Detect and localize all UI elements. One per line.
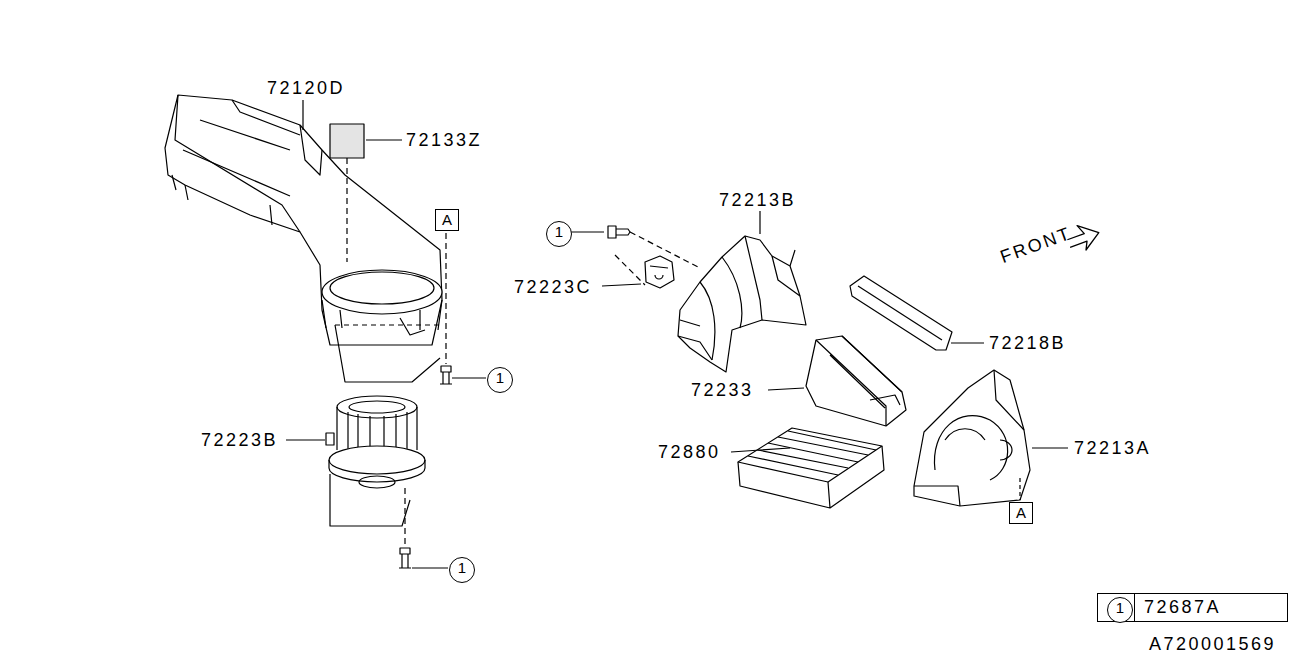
- part-number: 72133Z: [405, 129, 483, 151]
- part-number: 72218B: [988, 332, 1067, 354]
- part-number: 72223B: [200, 429, 279, 451]
- callout-circle: 1: [449, 557, 475, 583]
- part-number: 72213A: [1073, 437, 1152, 459]
- legend-divider: [1134, 594, 1135, 621]
- callout-number: 1: [450, 558, 474, 577]
- part-number: 72223C: [513, 276, 593, 298]
- callout-circle: 1: [487, 367, 513, 393]
- callout-number: 1: [547, 222, 571, 241]
- reference-letter: A: [436, 210, 458, 229]
- part-number: 72687A: [1144, 596, 1221, 618]
- legend-box: 72687A 1: [1097, 593, 1288, 622]
- direction-label: FRONT: [996, 221, 1075, 268]
- callout-number: 1: [1108, 598, 1132, 617]
- part-number: 72120D: [266, 77, 346, 99]
- callout-circle: 1: [546, 221, 572, 247]
- part-number: 72233: [690, 379, 755, 401]
- reference-box: A: [1009, 502, 1033, 524]
- reference-box: A: [435, 209, 459, 231]
- callout-number: 1: [488, 368, 512, 387]
- reference-letter: A: [1010, 503, 1032, 522]
- part-number: 72213B: [718, 189, 797, 211]
- part-number: 72880: [657, 441, 722, 463]
- callout-circle: 1: [1107, 597, 1133, 623]
- diagram-code: A720001569: [1148, 633, 1277, 653]
